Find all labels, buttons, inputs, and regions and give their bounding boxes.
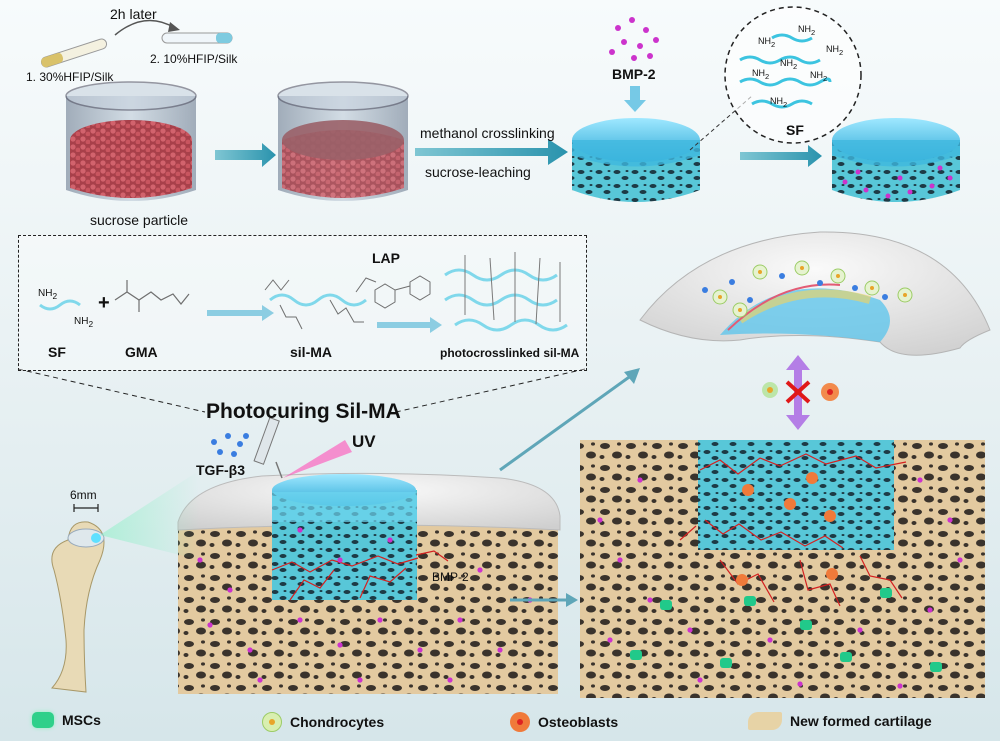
photocuring-title: Photocuring Sil-MA <box>206 400 401 423</box>
nh2-label: NH2 <box>810 70 828 83</box>
osteoblast-cell-icon <box>510 712 530 732</box>
methanol-label: methanol crosslinking <box>420 125 555 141</box>
tube-10-hfip-icon <box>161 32 233 44</box>
tube-30-hfip-icon <box>40 38 108 68</box>
scheme-photocrosslinked-label: photocrosslinked sil-MA <box>440 346 580 360</box>
bmp2-bottom-label: BMP-2 <box>432 570 469 584</box>
tgf-b3-particles <box>211 433 249 457</box>
scheme-plus: + <box>98 292 110 314</box>
silk-scaffold <box>572 118 700 202</box>
scheme-sf-label: SF <box>48 344 66 360</box>
regenerated-cross-section <box>580 440 985 698</box>
sf-chain-icon <box>39 299 81 311</box>
defect-cross-section <box>177 472 561 694</box>
beaker-infused <box>277 81 409 201</box>
uv-beam <box>283 440 352 478</box>
arrow-2 <box>415 139 568 165</box>
sucrose-label: sucrose particle <box>90 212 189 228</box>
bmp2-arrow <box>624 86 646 112</box>
sf-nh2-label: NH2 <box>38 288 58 301</box>
msc-cell-icon <box>32 712 54 728</box>
step1-label: 1. 30%HFIP/Silk <box>26 70 114 84</box>
nh2-label: NH2 <box>798 24 816 37</box>
legend-item-new-cartilage: New formed cartilage <box>748 712 932 730</box>
legend-item-osteoblasts: Osteoblasts <box>510 712 618 732</box>
uv-label: UV <box>352 432 376 451</box>
cartilage-dome <box>639 231 991 356</box>
scheme-lap-label: LAP <box>372 250 400 266</box>
legend: MSCs Chondrocytes Osteoblasts New formed… <box>0 704 1000 741</box>
scale-bar <box>73 504 99 512</box>
nh2-label: NH2 <box>752 68 770 81</box>
beaker-sucrose <box>65 81 197 201</box>
scale-label: 6mm <box>70 488 97 502</box>
gma-structure-icon <box>114 280 190 312</box>
arrow-scheme-2 <box>377 317 442 333</box>
nh2-label: NH2 <box>826 44 844 57</box>
bmp2-particles <box>609 17 659 61</box>
arrow-scheme-1 <box>207 305 274 321</box>
leaching-label: sucrose-leaching <box>425 164 531 180</box>
scheme-gma-label: GMA <box>125 344 158 360</box>
nh2-label: NH2 <box>780 58 798 71</box>
knee-bone-icon <box>50 521 105 693</box>
silma-structure-icon <box>264 277 377 330</box>
bmp2-label: BMP-2 <box>612 66 656 82</box>
step2-label: 2. 10%HFIP/Silk <box>150 52 238 66</box>
chondrocyte-cell-icon <box>262 712 282 732</box>
time-label: 2h later <box>110 6 157 22</box>
sf-zoom-label: SF <box>786 122 804 138</box>
nh2-label: NH2 <box>758 36 776 49</box>
arrow-3 <box>740 145 822 167</box>
sf-nh2-label: NH2 <box>74 316 94 329</box>
tgf-b3-label: TGF-β3 <box>196 462 245 478</box>
legend-item-chondrocytes: Chondrocytes <box>262 712 384 732</box>
syringe-icon <box>253 416 283 479</box>
legend-item-mscs: MSCs <box>32 712 101 728</box>
nh2-label: NH2 <box>770 96 788 109</box>
sf-zoom-circle <box>724 6 862 144</box>
zoom-beam <box>100 470 200 560</box>
bmp2-loaded-scaffold <box>832 118 960 202</box>
no-osteogenesis-indicator <box>762 355 839 430</box>
cartilage-swatch-icon <box>748 712 782 730</box>
arrow-1 <box>215 143 276 167</box>
synthesis-scheme-box <box>18 235 587 371</box>
lap-structure-icon <box>374 275 431 309</box>
photocrosslinked-network-icon <box>444 252 568 332</box>
scheme-silma-label: sil-MA <box>290 344 332 360</box>
